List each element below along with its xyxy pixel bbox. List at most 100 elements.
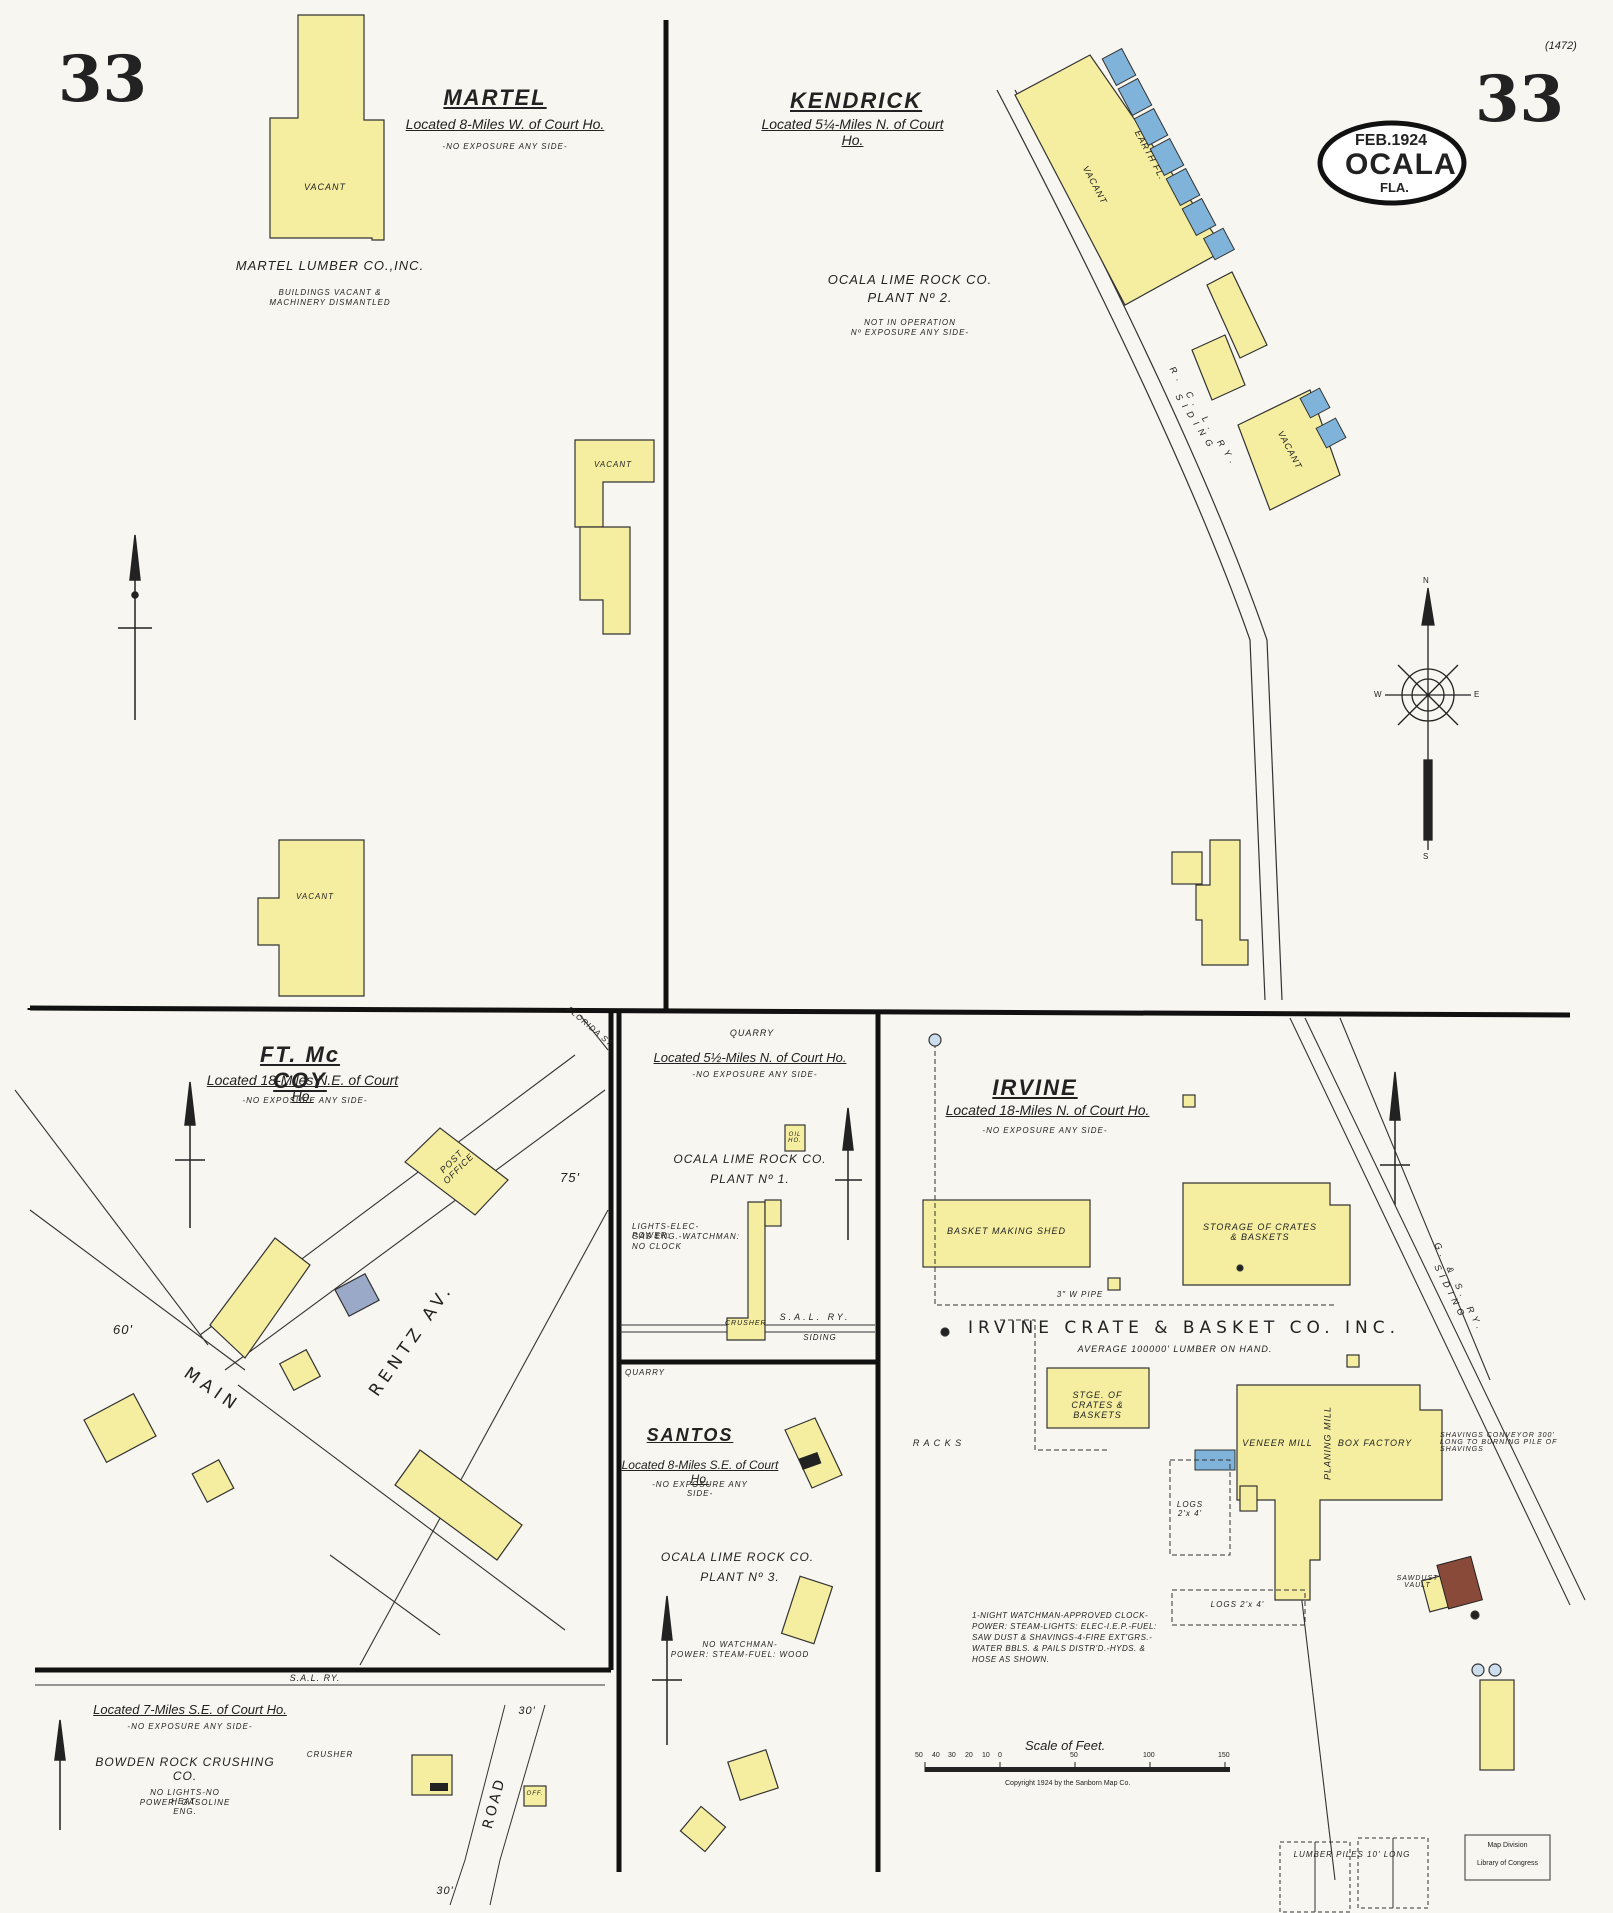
irvine-note-5: HOSE AS SHOWN.: [972, 1655, 1050, 1664]
martel-vacant-lower: [257, 839, 365, 997]
ftmccoy-post-office: [404, 1127, 509, 1216]
irvine-notes: 1-NIGHT WATCHMAN-APPROVED CLOCK- POWER: …: [972, 1610, 1162, 1665]
plant1-note1: LIGHTS-ELEC-POWER:: [632, 1222, 700, 1240]
irvine-racks: R A C K S: [912, 1438, 963, 1448]
bowden-note2: POWER: GASOLINE ENG.: [139, 1798, 231, 1816]
irvine-hydrants: [928, 1033, 1502, 1677]
irvine-note-1: 1-NIGHT WATCHMAN-APPROVED CLOCK-: [972, 1611, 1149, 1620]
irvine-exposure: -NO EXPOSURE ANY SIDE-: [982, 1126, 1108, 1135]
santos-dwelling: [727, 1749, 779, 1801]
ftmccoy-dist-60: 60': [113, 1322, 133, 1337]
bowden-dist1: 30': [518, 1705, 536, 1717]
page-number-left: 33: [58, 42, 148, 117]
plant1-note3: NO CLOCK: [632, 1242, 682, 1251]
scale-tick-4: 20: [965, 1752, 973, 1759]
irvine-lumber-piles-label: LUMBER PILES 10' LONG: [1293, 1850, 1411, 1859]
santos-exposure: -NO EXPOSURE ANY SIDE-: [652, 1480, 748, 1498]
martel-vacant-label: VACANT: [303, 182, 346, 192]
irvine-dyn: [1479, 1679, 1515, 1771]
bowden-rail: S.A.L. RY.: [289, 1673, 341, 1683]
martel-location: Located 8-Miles W. of Court Ho.: [405, 116, 605, 132]
ftmccoy-title: FT. Mc COY: [259, 1042, 341, 1093]
martel-vacant-lower-label: VACANT: [295, 892, 334, 901]
compass-e: E: [1474, 690, 1480, 699]
ftmccoy-dwelling-a: [83, 1392, 157, 1464]
irvine-note-4: WATER BBLS. & PAILS DISTR'D.-HYDS. &: [972, 1644, 1146, 1653]
loc-stamp-line1: Map Division: [1487, 1842, 1528, 1849]
irvine-veneer-label: VENEER MILL: [1242, 1438, 1313, 1448]
bowden-exposure: -NO EXPOSURE ANY SIDE-: [127, 1722, 253, 1731]
scale-tick-9: 150: [1218, 1752, 1230, 1759]
plant1-gas-eng: [764, 1199, 782, 1227]
irvine-dashed: [934, 1035, 1335, 1626]
plant1-oil-label: OIL HO.: [788, 1132, 802, 1144]
irvine-stge: [1046, 1367, 1150, 1429]
irvine-shavings: SHAVINGS CONVEYOR 300' LONG TO BURNING P…: [1440, 1432, 1558, 1453]
irvine-note-2: POWER: STEAM-LIGHTS: ELEC-I.E.P.-FUEL:: [972, 1622, 1157, 1631]
bowden-crusher: CRUSHER: [306, 1750, 354, 1759]
ftmccoy-buildings: [83, 1127, 523, 1561]
plant1-oil-house: [784, 1124, 806, 1152]
kendrick-plant: PLANT Nº 2.: [867, 290, 953, 305]
martel-exposure: -NO EXPOSURE ANY SIDE-: [442, 142, 568, 151]
scale-title: Scale of Feet.: [1025, 1738, 1106, 1753]
ftmccoy-streets: [14, 1014, 609, 1666]
bowden-office: [523, 1785, 547, 1807]
santos-quarry: QUARRY: [625, 1368, 665, 1377]
section-dividers: [27, 20, 1571, 1872]
ftmccoy-brick: [334, 1272, 380, 1318]
scale-tick-8: 100: [1143, 1752, 1155, 1759]
kendrick-brick-bins: [1101, 47, 1347, 449]
scale-tick-7: 50: [1070, 1752, 1078, 1759]
bowden-buildings: [411, 1754, 547, 1807]
scale-tick-6: 0: [998, 1752, 1002, 1759]
kendrick-location: Located 5¼-Miles N. of Court Ho.: [761, 116, 944, 148]
ftmccoy-dwelling-c: [278, 1348, 322, 1392]
bowden-company: BOWDEN ROCK CRUSHING CO.: [95, 1755, 275, 1783]
santos-bl-shed: [780, 1575, 834, 1645]
kendrick-buildings: [1014, 54, 1341, 966]
plant1-crusher-label: CRUSHER: [725, 1320, 767, 1327]
irvine-buildings: [922, 1182, 1515, 1771]
ref-number: (1472): [1545, 40, 1577, 52]
cartouche-city: OCALA: [1345, 148, 1457, 181]
martel-small-bldg: [579, 526, 631, 635]
compass-w: W: [1374, 690, 1382, 699]
compass-rose: [1385, 587, 1471, 850]
scale-bar: [924, 1762, 1230, 1772]
bowden-note1: NO LIGHTS-NO HEAT-: [150, 1788, 220, 1806]
bowden-dist2: 30': [436, 1885, 454, 1897]
irvine-sawdust: SAWDUST VAULT: [1396, 1575, 1439, 1589]
ftmccoy-exposure: -NO EXPOSURE ANY SIDE-: [242, 1096, 368, 1105]
kendrick-note1: NOT IN OPERATION: [864, 318, 956, 327]
ftmccoy-dist-75: 75': [560, 1170, 580, 1185]
santos-note1: NO WATCHMAN-: [702, 1640, 778, 1649]
cartouche-state: FLA.: [1380, 180, 1409, 195]
kendrick-bldg-d: [1195, 839, 1249, 966]
martel-vacant-shed: [574, 439, 655, 528]
irvine-sawdust-vault: [1436, 1555, 1483, 1610]
irvine-basket-shed-label: BASKET MAKING SHED: [946, 1226, 1067, 1236]
kendrick-company: OCALA LIME ROCK CO.: [827, 272, 993, 287]
ftmccoy-store: [209, 1237, 311, 1359]
cartouche-date: FEB.1924: [1355, 132, 1428, 149]
bowden-lines: [35, 1684, 605, 1906]
santos-note2: POWER: STEAM-FUEL: WOOD: [670, 1650, 810, 1659]
irvine-stge-label: STGE. OF CRATES & BASKETS: [1071, 1390, 1124, 1420]
page-number-right: 33: [1475, 62, 1565, 137]
irvine-basket-shed: [922, 1199, 1091, 1268]
irvine-lumber: AVERAGE 100000' LUMBER ON HAND.: [1077, 1344, 1273, 1354]
bowden-office-label: OFF.: [526, 1791, 544, 1797]
plant1-siding: SIDING: [803, 1333, 837, 1342]
plant1-location: Located 5½-Miles N. of Court Ho.: [653, 1050, 847, 1065]
loc-stamp: [1464, 1834, 1551, 1881]
plant1-company: OCALA LIME ROCK CO.: [673, 1152, 827, 1166]
ftmccoy-dwelling-b: [191, 1459, 235, 1503]
compass-n: N: [1423, 576, 1429, 585]
copyright: Copyright 1924 by the Sanborn Map Co.: [1005, 1780, 1131, 1787]
scale-tick-5: 10: [982, 1752, 990, 1759]
plant1-note2: GAS ENG.-WATCHMAN:: [632, 1232, 740, 1241]
north-arrows: [54, 534, 1410, 1830]
irvine-logs2: LOGS 2'x 4': [1210, 1600, 1265, 1609]
